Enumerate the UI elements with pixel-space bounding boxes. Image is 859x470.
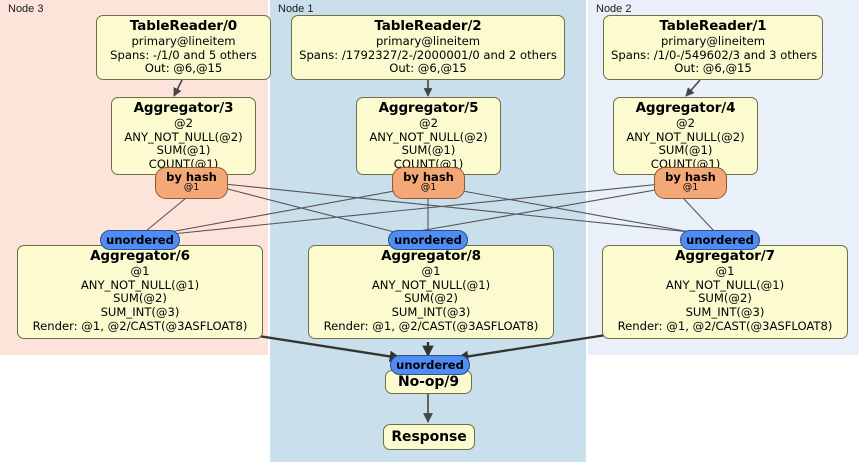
tablereader-0-spans: Spans: -/1/0 and 5 others <box>110 47 257 62</box>
aggregator-7-agg1: ANY_NOT_NULL(@1) <box>665 277 785 292</box>
tablereader-1-spans: Spans: /1/0-/549602/3 and 3 others <box>611 47 818 62</box>
aggregator-8-agg1: ANY_NOT_NULL(@1) <box>371 277 491 292</box>
aggregator-8-group: @1 <box>421 263 441 278</box>
response-box[interactable]: Response <box>383 424 475 450</box>
tablereader-0-table: primary@lineitem <box>131 33 236 48</box>
aggregator-8-box[interactable]: Aggregator/8 @1 ANY_NOT_NULL(@1) SUM(@2)… <box>308 245 554 339</box>
aggregator-7-agg3: SUM_INT(@3) <box>685 304 765 319</box>
panel-node3-label: Node 3 <box>8 3 44 15</box>
panel-node2-label: Node 2 <box>596 3 632 15</box>
tablereader-0-title: TableReader/0 <box>129 18 238 34</box>
aggregator-6-title: Aggregator/6 <box>90 248 190 264</box>
aggregator-6-agg3: SUM_INT(@3) <box>100 304 180 319</box>
by-hash-right-label: by hash <box>665 170 716 184</box>
aggregator-4-box[interactable]: Aggregator/4 @2 ANY_NOT_NULL(@2) SUM(@1)… <box>613 97 758 175</box>
aggregator-4-title: Aggregator/4 <box>635 100 736 116</box>
by-hash-left-column: @1 <box>183 182 200 194</box>
aggregator-8-agg3: SUM_INT(@3) <box>391 304 471 319</box>
tablereader-2-title: TableReader/2 <box>374 18 482 34</box>
aggregator-4-agg1: ANY_NOT_NULL(@2) <box>626 129 745 144</box>
tablereader-1-out: Out: @6,@15 <box>674 61 752 76</box>
panel-node1-label: Node 1 <box>278 3 314 15</box>
tablereader-1-box[interactable]: TableReader/1 primary@lineitem Spans: /1… <box>603 15 823 80</box>
tablereader-1-title: TableReader/1 <box>659 18 767 34</box>
unordered-left-label: unordered <box>106 232 174 247</box>
by-hash-center-label: by hash <box>403 170 454 184</box>
aggregator-6-agg1: ANY_NOT_NULL(@1) <box>80 277 200 292</box>
by-hash-badge-center[interactable]: by hash @1 <box>392 167 465 199</box>
aggregator-5-agg2: SUM(@1) <box>401 143 456 158</box>
aggregator-4-group: @2 <box>676 115 695 130</box>
by-hash-badge-right[interactable]: by hash @1 <box>654 167 727 199</box>
response-title: Response <box>391 428 467 445</box>
aggregator-6-box[interactable]: Aggregator/6 @1 ANY_NOT_NULL(@1) SUM(@2)… <box>17 245 263 339</box>
aggregator-5-title: Aggregator/5 <box>378 100 479 116</box>
aggregator-5-box[interactable]: Aggregator/5 @2 ANY_NOT_NULL(@2) SUM(@1)… <box>356 97 501 175</box>
tablereader-2-spans: Spans: /1792327/2-/2000001/0 and 2 other… <box>299 47 557 62</box>
tablereader-2-box[interactable]: TableReader/2 primary@lineitem Spans: /1… <box>291 15 565 80</box>
unordered-right-label: unordered <box>686 232 754 247</box>
aggregator-4-agg2: SUM(@1) <box>658 143 713 158</box>
aggregator-7-render: Render: @1, @2/CAST(@3ASFLOAT8) <box>617 318 833 333</box>
by-hash-right-column: @1 <box>682 182 699 194</box>
tablereader-1-table: primary@lineitem <box>660 33 766 48</box>
aggregator-5-group: @2 <box>419 115 438 130</box>
aggregator-7-agg2: SUM(@2) <box>698 291 752 306</box>
aggregator-5-agg1: ANY_NOT_NULL(@2) <box>369 129 488 144</box>
aggregator-3-group: @2 <box>174 115 193 130</box>
aggregator-3-title: Aggregator/3 <box>133 100 234 116</box>
by-hash-left-label: by hash <box>166 170 217 184</box>
noop-9-title: No-op/9 <box>398 373 459 390</box>
aggregator-8-title: Aggregator/8 <box>381 248 481 264</box>
aggregator-6-group: @1 <box>130 263 150 278</box>
unordered-final-label: unordered <box>396 357 464 372</box>
aggregator-8-render: Render: @1, @2/CAST(@3ASFLOAT8) <box>323 318 539 333</box>
aggregator-7-box[interactable]: Aggregator/7 @1 ANY_NOT_NULL(@1) SUM(@2)… <box>602 245 848 339</box>
aggregator-3-agg2: SUM(@1) <box>156 143 211 158</box>
aggregator-7-title: Aggregator/7 <box>675 248 775 264</box>
unordered-badge-right[interactable]: unordered <box>680 230 760 250</box>
aggregator-7-group: @1 <box>715 263 735 278</box>
tablereader-0-out: Out: @6,@15 <box>144 61 223 76</box>
tablereader-0-box[interactable]: TableReader/0 primary@lineitem Spans: -/… <box>96 15 271 80</box>
by-hash-badge-left[interactable]: by hash @1 <box>155 167 228 199</box>
aggregator-6-agg2: SUM(@2) <box>113 291 167 306</box>
aggregator-3-agg1: ANY_NOT_NULL(@2) <box>124 129 243 144</box>
by-hash-center-column: @1 <box>420 182 437 194</box>
unordered-badge-left[interactable]: unordered <box>100 230 180 250</box>
tablereader-2-table: primary@lineitem <box>375 33 481 48</box>
aggregator-3-box[interactable]: Aggregator/3 @2 ANY_NOT_NULL(@2) SUM(@1)… <box>111 97 256 175</box>
unordered-center-label: unordered <box>394 232 462 247</box>
tablereader-2-out: Out: @6,@15 <box>389 61 467 76</box>
aggregator-6-render: Render: @1, @2/CAST(@3ASFLOAT8) <box>32 318 248 333</box>
aggregator-8-agg2: SUM(@2) <box>404 291 458 306</box>
unordered-badge-center[interactable]: unordered <box>388 230 468 250</box>
unordered-badge-final[interactable]: unordered <box>390 355 470 375</box>
